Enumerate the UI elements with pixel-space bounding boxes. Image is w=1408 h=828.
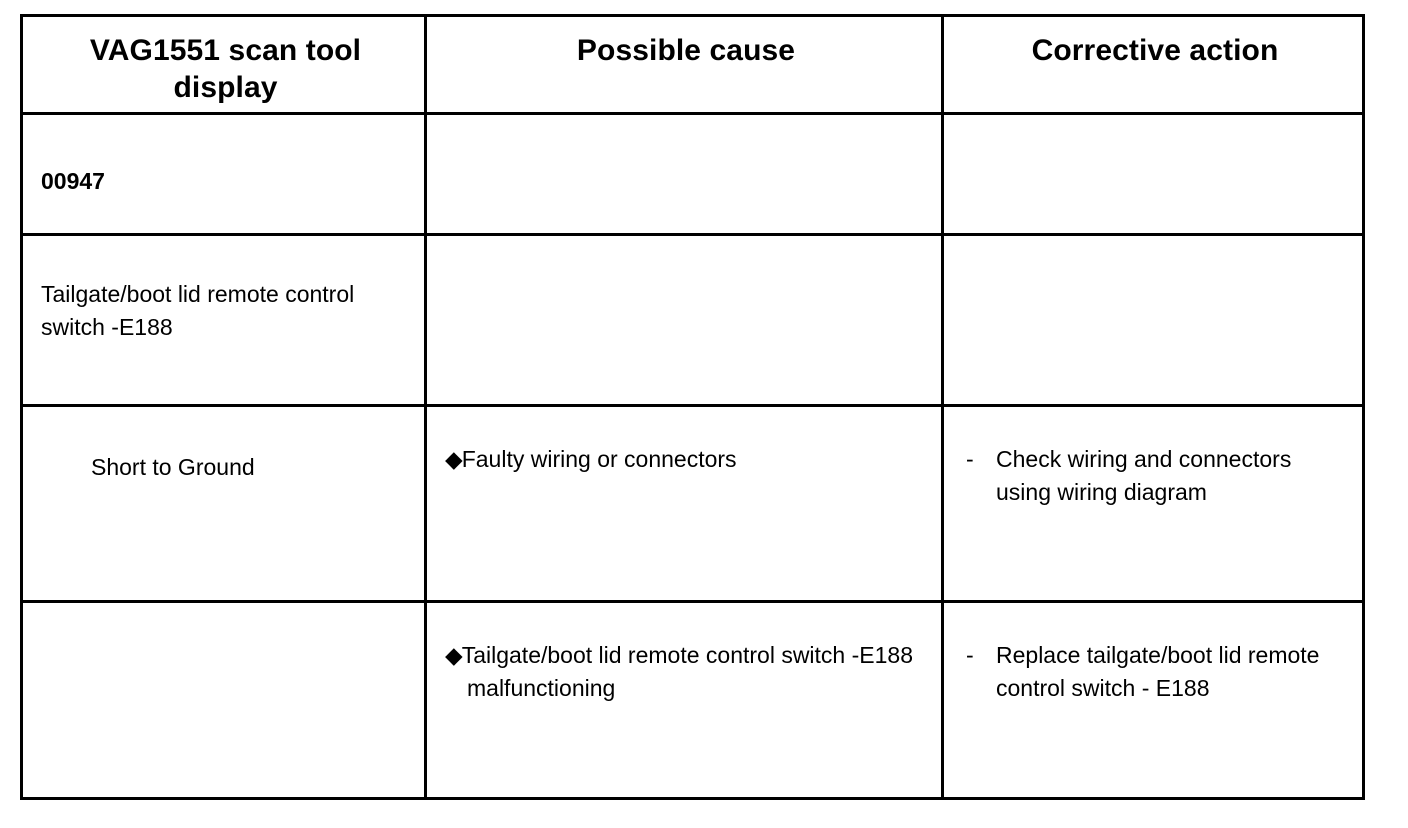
column-header-corrective-action: Corrective action bbox=[941, 13, 1365, 116]
table-header: VAG1551 scan tool display Possible cause… bbox=[20, 13, 1365, 116]
cause-text: Tailgate/boot lid remote control switch … bbox=[461, 642, 913, 702]
dash-bullet-icon: - bbox=[966, 445, 974, 472]
table-row: Tailgate/boot lid remote control switch … bbox=[20, 233, 1365, 407]
list-item: ◆Faulty wiring or connectors bbox=[445, 443, 927, 476]
cell-possible-cause: ◆Faulty wiring or connectors bbox=[424, 403, 944, 604]
list-item: ◆Tailgate/boot lid remote control switch… bbox=[445, 639, 927, 704]
empty-cell bbox=[944, 236, 1362, 403]
cell-inner: -Check wiring and connectors using wirin… bbox=[944, 407, 1362, 601]
fault-code-table: VAG1551 scan tool display Possible cause… bbox=[20, 13, 1365, 800]
column-header-possible-cause: Possible cause bbox=[424, 13, 944, 116]
cell-corrective-action: -Check wiring and connectors using wirin… bbox=[941, 403, 1365, 604]
action-text: Replace tailgate/boot lid remote control… bbox=[996, 642, 1320, 702]
dash-bullet-icon: - bbox=[966, 642, 974, 669]
action-list: -Replace tailgate/boot lid remote contro… bbox=[962, 613, 1348, 704]
cell-cause-empty bbox=[424, 112, 944, 237]
column-header-label-cause: Possible cause bbox=[576, 34, 796, 67]
cell-display-fault-type: Short to Ground bbox=[20, 403, 427, 604]
empty-cell bbox=[427, 236, 941, 403]
diamond-bullet-icon: ◆ bbox=[445, 445, 463, 472]
table-row: Short to Ground ◆Faulty wiring or connec… bbox=[20, 403, 1365, 604]
cause-list: ◆Tailgate/boot lid remote control switch… bbox=[445, 613, 927, 704]
list-item: -Replace tailgate/boot lid remote contro… bbox=[966, 639, 1348, 704]
column-header-label-display: VAG1551 scan tool display bbox=[89, 34, 362, 104]
component-name-value: Tailgate/boot lid remote control switch … bbox=[41, 281, 355, 341]
action-text: Check wiring and connectors using wiring… bbox=[996, 445, 1292, 505]
table-row: 00947 bbox=[20, 112, 1365, 237]
header-cell-inner: Corrective action bbox=[944, 17, 1362, 112]
cell-action-empty bbox=[941, 112, 1365, 237]
cell-action-empty bbox=[941, 233, 1365, 407]
cell-corrective-action: -Replace tailgate/boot lid remote contro… bbox=[941, 600, 1365, 800]
cell-display-empty bbox=[20, 600, 427, 800]
cell-inner: Short to Ground bbox=[23, 407, 424, 601]
column-header-label-action: Corrective action bbox=[1031, 34, 1279, 67]
table-body: 00947 Tailgate/boot lid remote control s… bbox=[20, 112, 1365, 800]
header-row: VAG1551 scan tool display Possible cause… bbox=[20, 13, 1365, 116]
empty-cell bbox=[23, 603, 424, 797]
action-list: -Check wiring and connectors using wirin… bbox=[962, 417, 1348, 508]
list-item: -Check wiring and connectors using wirin… bbox=[966, 443, 1348, 508]
header-cell-inner: VAG1551 scan tool display bbox=[23, 17, 424, 112]
fault-code-value: 00947 bbox=[41, 168, 105, 195]
table-row: ◆Tailgate/boot lid remote control switch… bbox=[20, 600, 1365, 800]
diamond-bullet-icon: ◆ bbox=[445, 642, 463, 669]
column-header-scan-tool-display: VAG1551 scan tool display bbox=[20, 13, 427, 116]
cell-inner: -Replace tailgate/boot lid remote contro… bbox=[944, 603, 1362, 797]
cell-possible-cause: ◆Tailgate/boot lid remote control switch… bbox=[424, 600, 944, 800]
cell-display-fault-code: 00947 bbox=[20, 112, 427, 237]
fault-type-value: Short to Ground bbox=[91, 453, 255, 480]
header-cell-inner: Possible cause bbox=[427, 17, 941, 112]
cause-list: ◆Faulty wiring or connectors bbox=[445, 417, 927, 476]
cell-cause-empty bbox=[424, 233, 944, 407]
cell-display-component: Tailgate/boot lid remote control switch … bbox=[20, 233, 427, 407]
empty-cell bbox=[944, 115, 1362, 233]
empty-cell bbox=[427, 115, 941, 233]
cell-inner: ◆Faulty wiring or connectors bbox=[427, 407, 941, 601]
cell-inner: ◆Tailgate/boot lid remote control switch… bbox=[427, 603, 941, 797]
cause-text: Faulty wiring or connectors bbox=[461, 445, 737, 472]
cell-inner: 00947 bbox=[23, 115, 424, 233]
cell-inner: Tailgate/boot lid remote control switch … bbox=[23, 236, 424, 403]
